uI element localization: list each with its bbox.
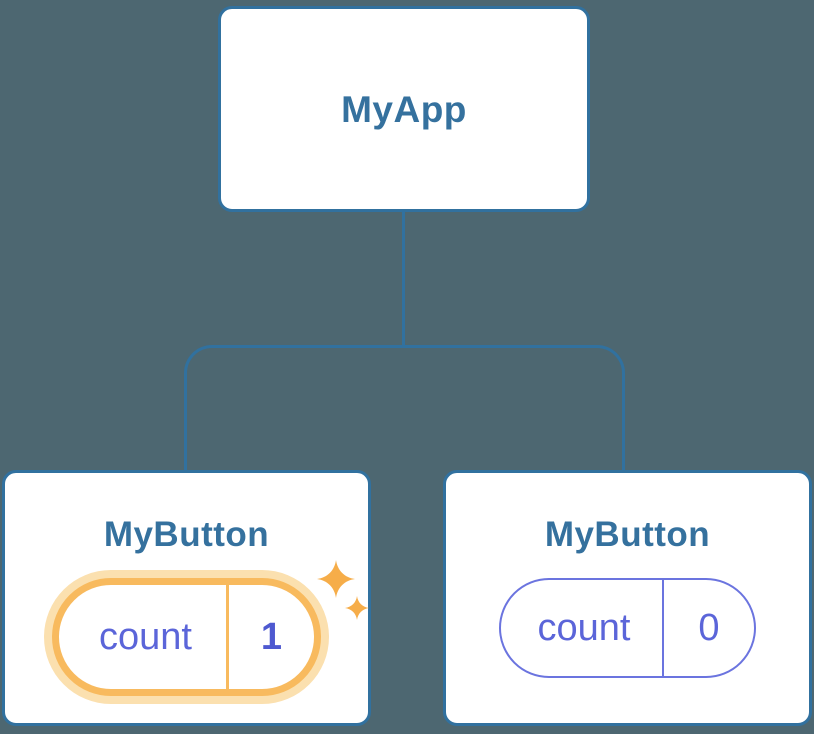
root-node-myapp: MyApp	[218, 6, 590, 212]
child-node-label: MyButton	[544, 515, 711, 554]
child-node-mybutton-right: MyButton count 0	[443, 470, 812, 726]
state-value: 1	[260, 616, 283, 658]
connector-root-stem	[402, 212, 405, 346]
state-pill-plain-wrap: count 0	[499, 578, 756, 678]
sparkle-icon	[345, 596, 370, 620]
connector-children-bracket	[184, 345, 625, 470]
state-pill-highlighted-wrap: count 1	[51, 560, 370, 696]
state-value: 0	[698, 607, 720, 649]
sparkle-icon	[317, 560, 356, 598]
child-node-mybutton-left: MyButton count 1	[2, 470, 371, 726]
child-node-label: MyButton	[103, 515, 270, 554]
state-pill-plain: count 0	[499, 578, 756, 678]
state-key-label: count	[537, 607, 631, 649]
root-node-label: MyApp	[341, 88, 467, 130]
state-pill-highlighted: count 1	[51, 578, 322, 696]
state-key-label: count	[98, 616, 192, 658]
pill-divider	[662, 580, 665, 676]
pill-divider	[225, 585, 229, 689]
